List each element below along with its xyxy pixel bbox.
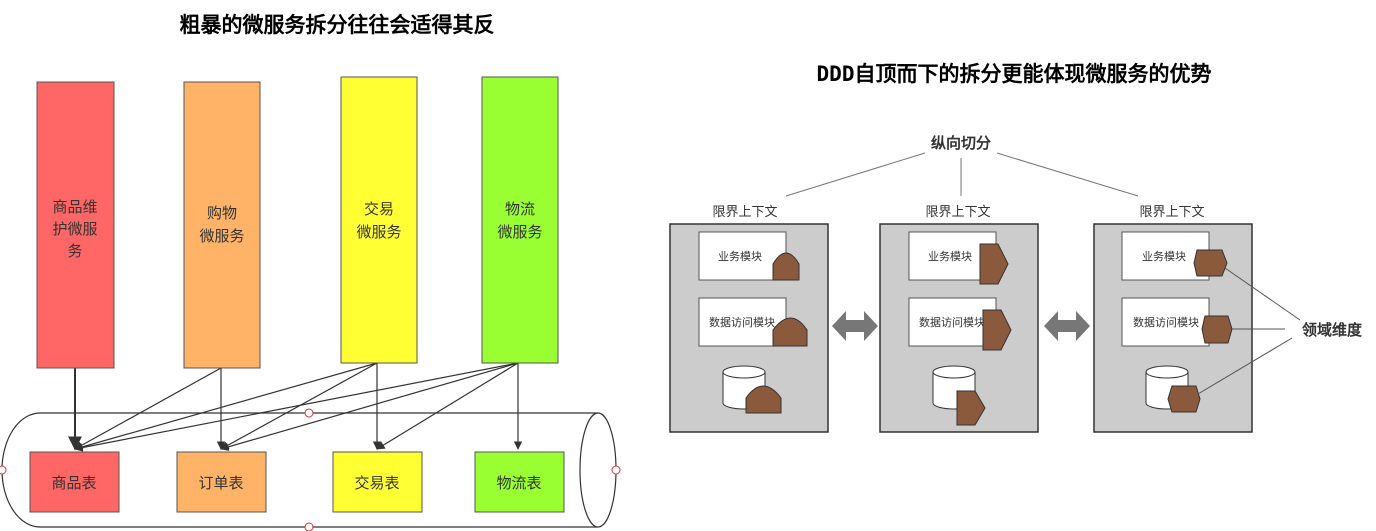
table-label-order: 订单表 <box>198 474 243 492</box>
vertical-split-connectors <box>785 152 1139 197</box>
table-box-trade <box>332 451 423 513</box>
table-box-logistics <box>474 451 565 513</box>
table-label-product: 商品表 <box>51 474 96 492</box>
double-arrow-icon-2 <box>1044 311 1090 341</box>
domain-shape-3c <box>1167 385 1201 413</box>
business-module-box-3 <box>1121 231 1210 281</box>
table-label-logistics: 物流表 <box>496 474 541 492</box>
context-label-1: 限界上下文 <box>712 205 777 220</box>
service-label-trade-2: 微服务 <box>356 223 401 241</box>
bidirectional-arrows <box>832 311 1090 341</box>
left-title: 粗暴的微服务拆分往往会适得其反 <box>180 13 495 37</box>
data-module-box-3 <box>1121 297 1210 347</box>
right-title: DDD自顶而下的拆分更能体现微服务的优势 <box>817 62 1212 86</box>
domain-shape-2a <box>979 243 1009 285</box>
table-box-order <box>176 451 267 513</box>
domain-shape-1c <box>745 385 782 414</box>
service-label-logistics-1: 物流 <box>505 200 535 218</box>
business-module-label-3: 业务模块 <box>1142 250 1186 263</box>
service-box-logistics <box>481 76 559 364</box>
service-label-product-1: 商品维 <box>52 198 97 216</box>
domain-dimension-label: 领域维度 <box>1301 321 1363 339</box>
table-boxes: 商品表 订单表 交易表 物流表 <box>29 451 565 513</box>
service-boxes: 商品维 护微服 务 购物 微服务 交易 微服务 物流 微服务 <box>36 76 559 369</box>
business-module-label-1: 业务模块 <box>718 250 762 263</box>
service-box-trade <box>340 76 418 364</box>
domain-shape-3b <box>1201 315 1233 344</box>
domain-shape-2b <box>982 309 1012 351</box>
data-module-label-1: 数据访问模块 <box>709 315 775 329</box>
service-label-product-2: 护微服 <box>52 220 97 238</box>
data-module-label-3: 数据访问模块 <box>1133 315 1199 329</box>
data-module-box-2 <box>908 297 997 347</box>
service-box-shopping <box>183 81 261 369</box>
table-box-product <box>29 451 120 513</box>
service-label-shopping-1: 购物 <box>207 204 237 222</box>
service-label-shopping-2: 微服务 <box>199 227 244 245</box>
double-arrow-icon-1 <box>832 311 878 341</box>
dependency-arrows <box>68 362 523 452</box>
context-label-2: 限界上下文 <box>925 205 990 220</box>
business-module-label-2: 业务模块 <box>928 250 972 263</box>
data-module-box-1 <box>698 297 787 347</box>
business-module-box-1 <box>698 231 787 281</box>
service-label-trade-1: 交易 <box>364 200 394 218</box>
domain-shape-1b <box>772 317 808 347</box>
service-box-product <box>36 81 115 369</box>
domain-dimension-connectors <box>1197 267 1301 395</box>
domain-shape-1a <box>772 252 800 281</box>
service-label-logistics-2: 微服务 <box>497 223 542 241</box>
data-module-label-2: 数据访问模块 <box>919 315 985 329</box>
table-label-trade: 交易表 <box>354 474 399 492</box>
vertical-split-label: 纵向切分 <box>931 134 991 152</box>
database-cylinder <box>0 408 621 531</box>
bounded-contexts: 限界上下文 业务模块 数据访问模块 限界上下文 业务模块 数据访问模块 限界上下… <box>669 205 1253 433</box>
domain-shape-3a <box>1193 249 1228 277</box>
service-label-product-3: 务 <box>67 242 82 260</box>
domain-shape-2c <box>956 390 986 426</box>
context-label-3: 限界上下文 <box>1139 205 1204 220</box>
